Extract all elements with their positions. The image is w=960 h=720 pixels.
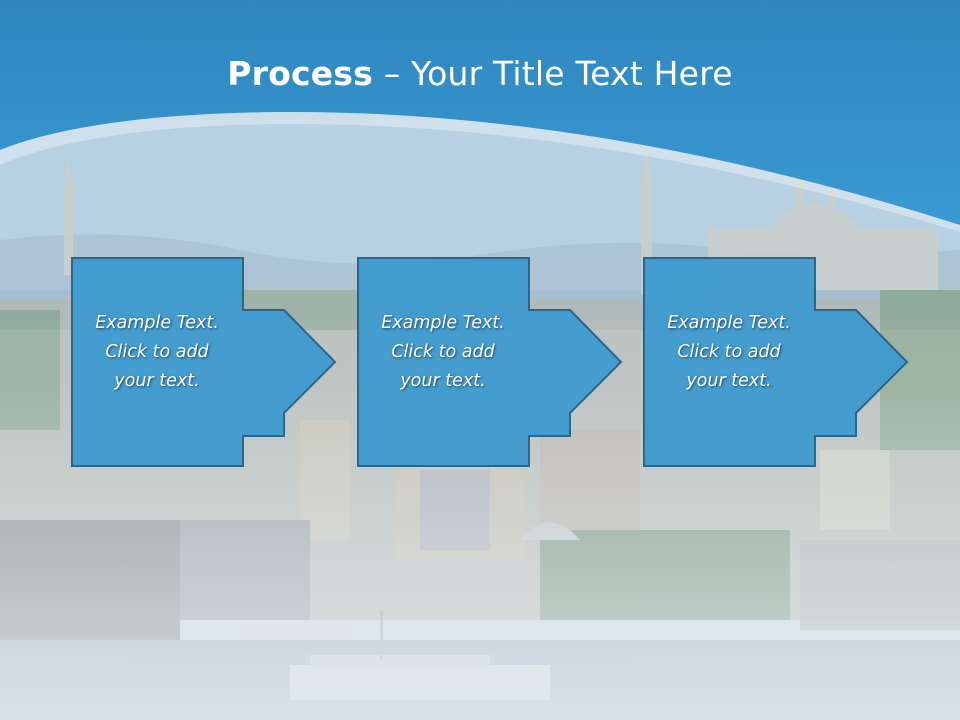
step-text-line: Example Text. [667, 313, 791, 333]
step-text: Example Text. Click to add your text. [646, 309, 812, 396]
process-step-3[interactable]: Example Text. Click to add your text. [643, 257, 960, 467]
header-accent-curve [0, 111, 960, 232]
slide-title[interactable]: Process – Your Title Text Here [0, 52, 960, 96]
step-text-line: your text. [114, 371, 200, 391]
title-bold: Process [227, 54, 373, 93]
step-text-line: Example Text. [95, 313, 219, 333]
step-text-line: your text. [686, 371, 772, 391]
step-text-line: Click to add [677, 342, 781, 362]
title-separator: – [373, 54, 412, 93]
header-band [0, 0, 960, 225]
step-text: Example Text. Click to add your text. [74, 309, 240, 396]
arrow-box-shape [643, 257, 909, 467]
process-step-1[interactable]: Example Text. Click to add your text. [71, 257, 406, 467]
arrow-box-shape [357, 257, 623, 467]
process-step-2[interactable]: Example Text. Click to add your text. [357, 257, 692, 467]
step-text: Example Text. Click to add your text. [360, 309, 526, 396]
step-text-line: Click to add [391, 342, 495, 362]
title-rest: Your Title Text Here [411, 54, 733, 93]
step-text-line: your text. [400, 371, 486, 391]
step-text-line: Click to add [105, 342, 209, 362]
step-text-line: Example Text. [381, 313, 505, 333]
arrow-box-shape [71, 257, 337, 467]
